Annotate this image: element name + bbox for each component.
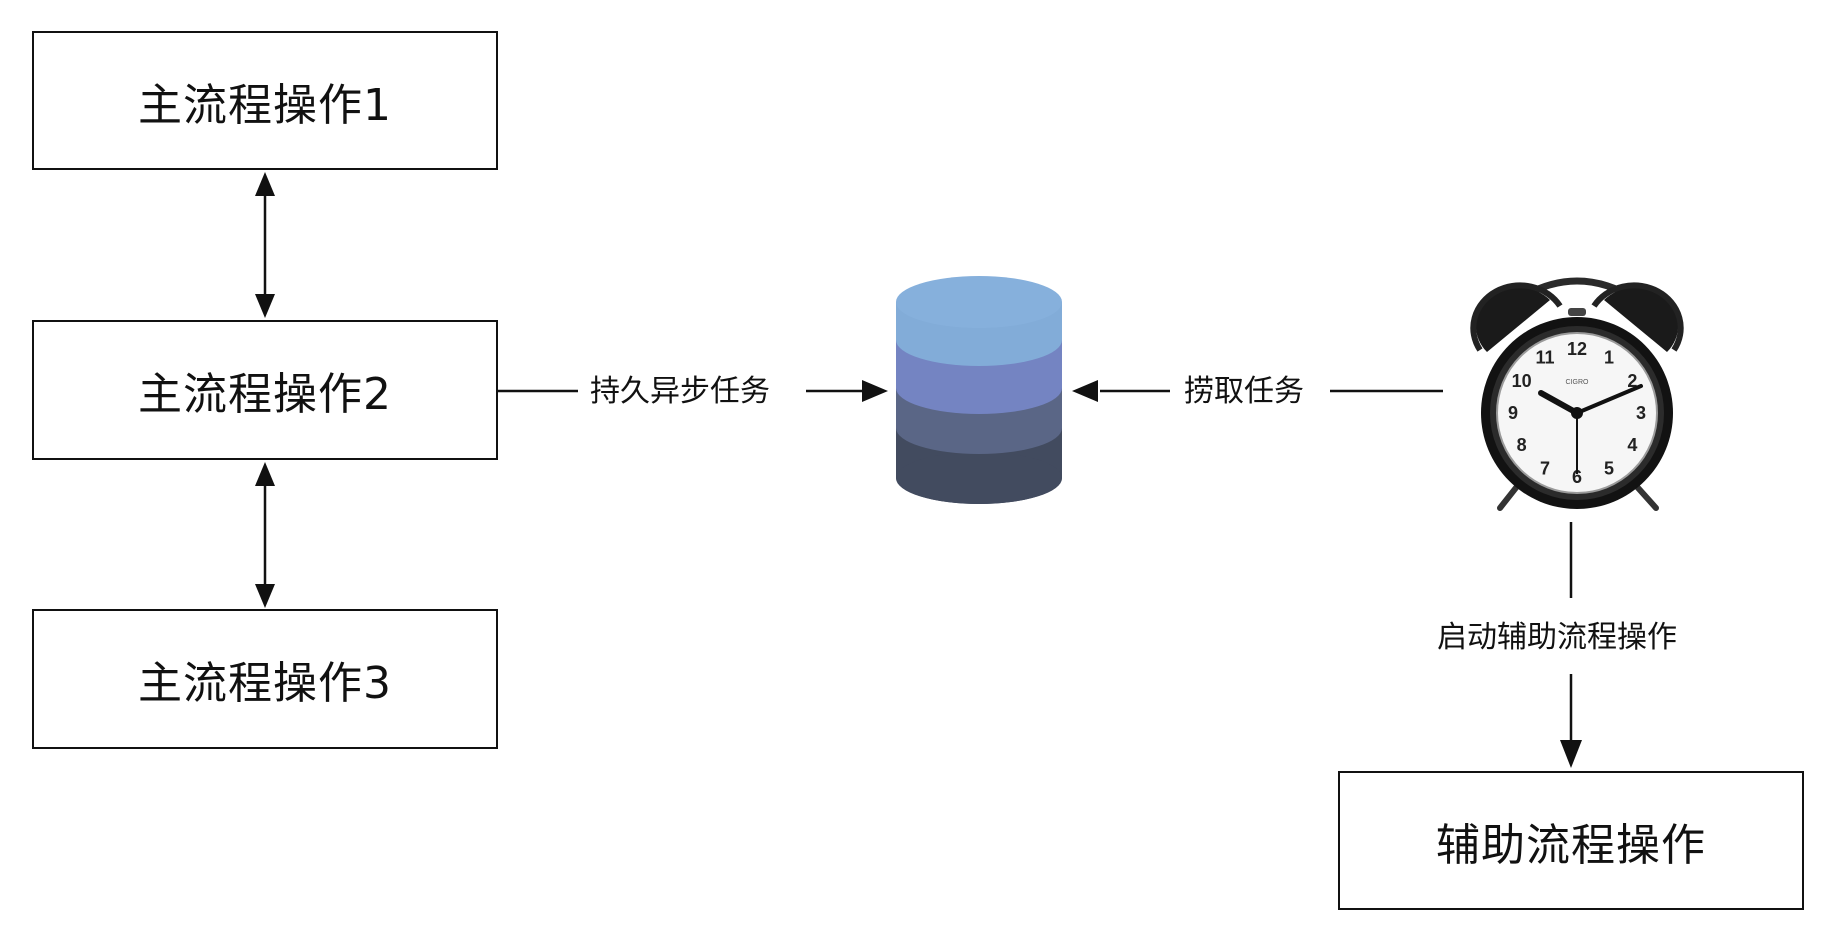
clock-numeral-10: 10 xyxy=(1512,371,1532,391)
clock-numeral-4: 4 xyxy=(1627,435,1637,455)
clock-numeral-8: 8 xyxy=(1517,435,1527,455)
clock-numeral-5: 5 xyxy=(1604,458,1614,478)
bidirectional-arrow-main1-main2 xyxy=(255,172,275,318)
fetch-task-label: 捞取任务 xyxy=(1184,374,1304,410)
clock-numeral-11: 11 xyxy=(1535,348,1554,368)
main-process-step-3-box: 主流程操作3 xyxy=(32,609,498,749)
auxiliary-process-label: 辅助流程操作 xyxy=(1436,819,1706,871)
arrow-persist-to-database xyxy=(498,380,888,402)
main-process-step-2-box: 主流程操作2 xyxy=(32,320,498,460)
clock-numeral-1: 1 xyxy=(1604,348,1614,368)
clock-brand: CIGRO xyxy=(1566,379,1590,386)
main-process-step-1-box: 主流程操作1 xyxy=(32,31,498,170)
arrow-fetch-from-clock xyxy=(1072,380,1443,402)
main-process-step-1-label: 主流程操作1 xyxy=(138,79,392,131)
clock-numeral-3: 3 xyxy=(1636,403,1646,423)
main-process-step-2-label: 主流程操作2 xyxy=(138,369,392,420)
start-aux-process-label: 启动辅助流程操作 xyxy=(1437,620,1677,656)
main-process-step-3-label: 主流程操作3 xyxy=(138,658,392,709)
clock-numeral-9: 9 xyxy=(1508,403,1518,423)
persist-async-task-label: 持久异步任务 xyxy=(590,374,770,410)
clock-numeral-6: 6 xyxy=(1572,467,1582,487)
clock-numeral-2: 2 xyxy=(1627,371,1637,391)
auxiliary-process-box: 辅助流程操作 xyxy=(1338,771,1804,910)
clock-numeral-7: 7 xyxy=(1540,458,1550,478)
clock-numeral-12: 12 xyxy=(1567,339,1587,359)
arrow-start-aux-process xyxy=(1560,522,1582,768)
bidirectional-arrow-main2-main3 xyxy=(255,462,275,608)
